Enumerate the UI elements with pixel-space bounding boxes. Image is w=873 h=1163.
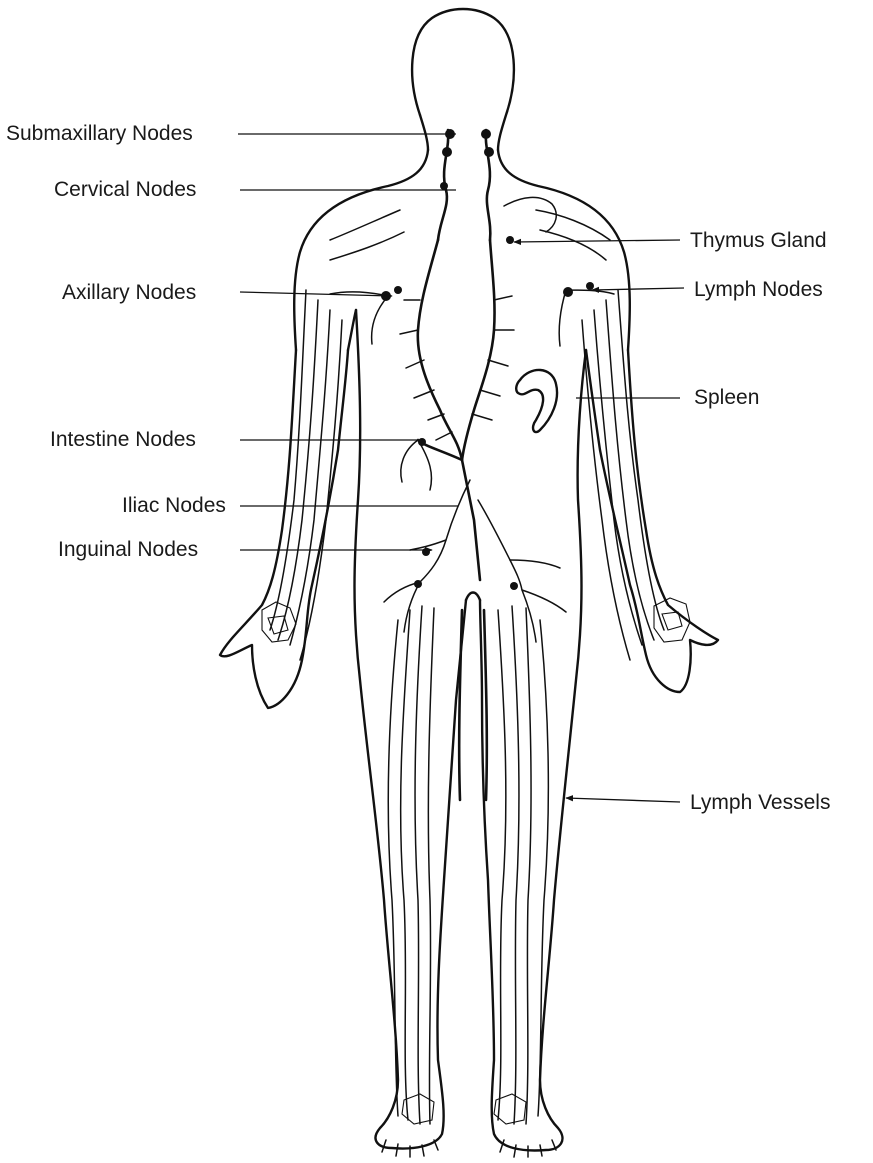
leader-lymph-nodes (592, 288, 684, 290)
spleen-shape (516, 370, 557, 432)
label-iliac-nodes: Iliac Nodes (122, 494, 226, 518)
label-inguinal-nodes: Inguinal Nodes (58, 538, 198, 562)
left-arm-outline (220, 350, 348, 708)
torso-right-outline (480, 350, 586, 1150)
label-submaxillary-nodes: Submaxillary Nodes (6, 122, 193, 146)
right-shoulder-outline (498, 150, 630, 350)
body-outline (220, 9, 718, 1157)
leader-lymph-vessels (566, 798, 680, 802)
label-thymus-gland: Thymus Gland (690, 229, 827, 253)
label-lymph-nodes: Lymph Nodes (694, 278, 823, 302)
label-cervical-nodes: Cervical Nodes (54, 178, 196, 202)
torso-left-outline (355, 310, 467, 1148)
lymph-vessel-network (262, 129, 690, 1124)
label-lymph-vessels: Lymph Vessels (690, 791, 830, 815)
leader-thymus (514, 240, 680, 242)
label-intestine-nodes: Intestine Nodes (50, 428, 196, 452)
label-spleen: Spleen (694, 386, 759, 410)
head-outline (412, 9, 514, 150)
label-axillary-nodes: Axillary Nodes (62, 281, 196, 305)
